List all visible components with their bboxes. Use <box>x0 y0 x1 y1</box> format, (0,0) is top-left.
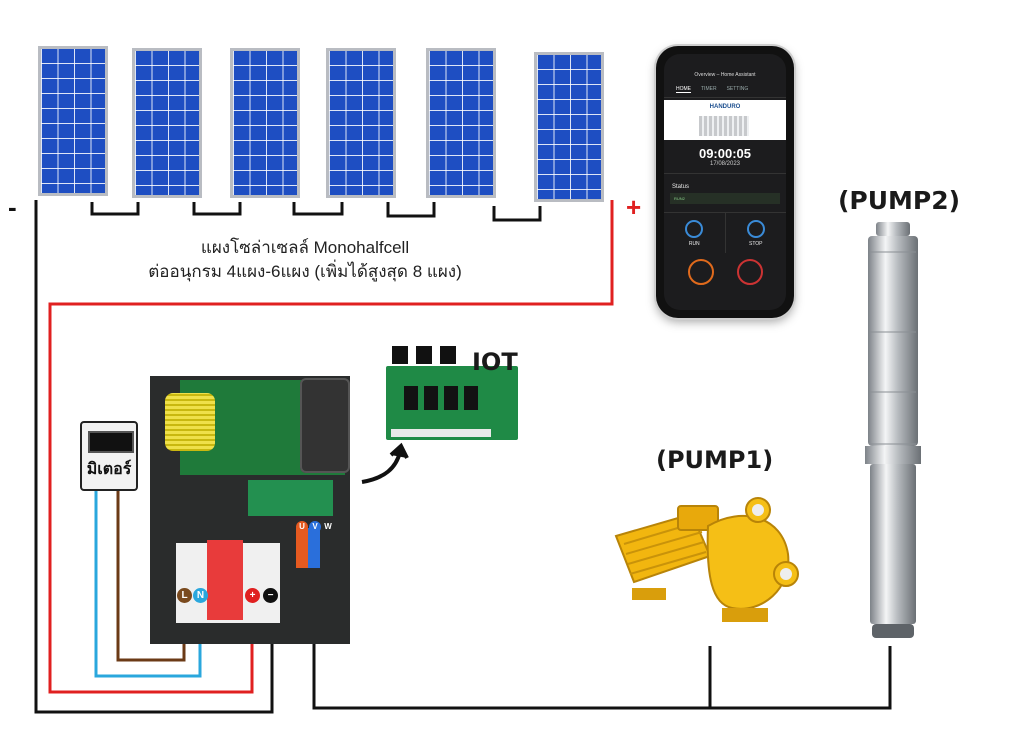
caption-line-2: ต่ออนุกรม 4แผง-6แผง (เพิ่มได้สูงสุด 8 แผ… <box>148 262 462 281</box>
tab-timer[interactable]: TIMER <box>701 86 717 92</box>
clock-date: 17/08/2023 <box>709 161 741 167</box>
solar-panel <box>38 46 108 196</box>
terminal-u: U <box>296 521 308 533</box>
series-jumper <box>192 202 242 216</box>
terminal-v-bar <box>308 528 320 568</box>
app-title: Overview – Home Assistant <box>694 72 756 78</box>
surface-pump <box>614 497 799 622</box>
iot-arrow <box>361 451 402 484</box>
iot-board <box>386 366 518 440</box>
stop-icon <box>746 220 765 238</box>
iot-relay-module <box>440 346 456 364</box>
submersible-pump <box>865 222 921 638</box>
solar-panel <box>132 48 202 198</box>
pump2-indicator[interactable] <box>736 259 763 285</box>
app-tabs: HOME TIMER SETTING <box>664 78 786 98</box>
run-button[interactable]: RUN <box>664 213 726 253</box>
terminal-plus: + <box>245 588 260 603</box>
series-jumper <box>386 202 436 218</box>
control-buttons: RUN STOP <box>664 212 786 253</box>
panel-graphic <box>699 116 749 136</box>
terminal-v: V <box>309 521 321 533</box>
surge-protector <box>207 540 243 620</box>
status-heading: Status <box>664 173 786 193</box>
solar-panel <box>326 48 396 198</box>
caption-line-1: แผงโซล่าเซลล์ Monohalfcell <box>200 238 410 257</box>
relay-board <box>248 480 333 516</box>
app-banner: HANDURO <box>664 100 786 140</box>
solar-caption: แผงโซล่าเซลล์ Monohalfcell ต่ออนุกรม 4แผ… <box>120 236 490 284</box>
phone-screen: Overview – Home Assistant HOME TIMER SET… <box>664 54 786 310</box>
terminal-u-bar <box>296 528 308 568</box>
relay <box>424 386 438 410</box>
series-jumper <box>90 202 140 216</box>
pump1-label: (PUMP1) <box>656 446 774 474</box>
clock-time: 09:00:05 <box>698 146 752 161</box>
solar-panel <box>230 48 300 198</box>
stop-button[interactable]: STOP <box>726 213 787 253</box>
terminal-header <box>391 429 491 437</box>
iot-relay-module <box>416 346 432 364</box>
tab-setting[interactable]: SETTING <box>726 86 749 92</box>
iot-relay-module <box>392 346 408 364</box>
smartphone: Overview – Home Assistant HOME TIMER SET… <box>656 46 794 318</box>
electric-meter: มิเตอร์ <box>80 421 138 491</box>
negative-sign: - <box>8 192 17 222</box>
meter-display <box>88 431 134 453</box>
status-value: RUN2 <box>670 193 780 204</box>
pump-indicators <box>664 253 786 291</box>
meter-label: มิเตอร์ <box>86 461 132 478</box>
series-jumper <box>492 206 542 222</box>
motor-output-terminals <box>296 528 326 568</box>
capacitors <box>300 378 350 473</box>
terminal-n: N <box>193 588 208 603</box>
brand-logo: HANDURO <box>709 104 741 110</box>
terminal-l: L <box>177 588 192 603</box>
pump1-indicator[interactable] <box>687 259 714 285</box>
run-label: RUN <box>688 241 700 247</box>
solar-panel <box>426 48 496 198</box>
terminal-w: W <box>322 521 334 533</box>
toroidal-transformer <box>165 393 215 451</box>
relay <box>464 386 478 410</box>
positive-sign: + <box>626 192 642 222</box>
pump-output-wire <box>312 570 892 710</box>
positive-wire <box>48 200 614 694</box>
negative-wire <box>34 200 274 714</box>
iot-label: IOT <box>472 348 518 376</box>
series-jumper <box>292 202 344 216</box>
terminal-minus: − <box>263 588 278 603</box>
relay <box>404 386 418 410</box>
power-icon <box>685 220 704 238</box>
tab-home[interactable]: HOME <box>676 86 691 93</box>
stop-label: STOP <box>748 241 763 247</box>
pump2-label: (PUMP2) <box>838 186 961 215</box>
solar-panel <box>534 52 604 202</box>
relay <box>444 386 458 410</box>
